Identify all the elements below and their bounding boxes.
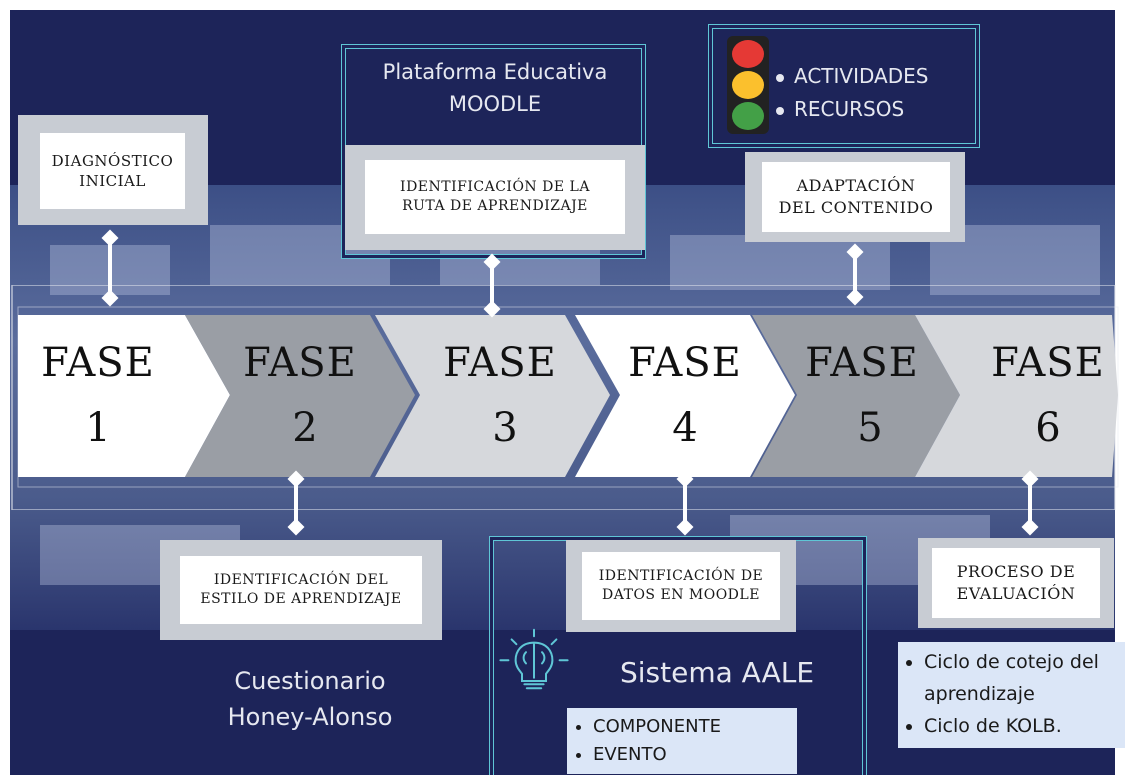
cuestionario-line2: Honey-Alonso xyxy=(227,703,393,731)
phase-1-label: FASE xyxy=(41,340,155,386)
phase-3-label: FASE xyxy=(443,340,557,386)
evaluacion-item-cotejo: Ciclo de cotejo del aprendizaje xyxy=(924,646,1125,710)
evaluacion-text: PROCESO DE EVALUACIÓN xyxy=(932,548,1100,618)
phase-4-number: 4 xyxy=(672,405,698,451)
phase-2-chevron xyxy=(185,315,415,477)
semaforo-frame xyxy=(712,28,976,144)
phase-3-chevron xyxy=(375,315,610,477)
phase-6-label: FASE xyxy=(991,340,1105,386)
connector-phase-6 xyxy=(1028,478,1032,528)
phase-5-number: 5 xyxy=(857,405,883,451)
phase-band xyxy=(11,285,1119,510)
connector-phase-4 xyxy=(683,478,687,528)
evaluacion-list: Ciclo de cotejo del aprendizaje Ciclo de… xyxy=(898,642,1125,748)
connector-phase-2 xyxy=(294,478,298,528)
yellow-light-icon xyxy=(732,71,764,99)
estilo-text: IDENTIFICACIÓN DEL ESTILO DE APRENDIZAJE xyxy=(180,556,422,624)
phase-3-number: 3 xyxy=(492,405,518,451)
semaforo-item-actividades: ACTIVIDADES xyxy=(776,64,928,88)
phase-6-chevron xyxy=(915,315,1118,477)
phase-2-number: 2 xyxy=(292,405,318,451)
semaforo-item-recursos: RECURSOS xyxy=(776,97,904,121)
connector-phase-1 xyxy=(108,238,112,300)
phase-4-chevron xyxy=(575,315,795,477)
cuestionario-line1: Cuestionario xyxy=(234,667,386,695)
sistema-item-componente: COMPONENTE xyxy=(593,713,797,741)
phase-1-number: 1 xyxy=(85,405,111,451)
datos-text: IDENTIFICACIÓN DE DATOS EN MOODLE xyxy=(582,552,780,620)
connector-phase-5 xyxy=(853,252,857,298)
brain-lightbulb-icon xyxy=(499,628,569,690)
red-light-icon xyxy=(732,40,764,68)
sistema-list: COMPONENTE EVENTO xyxy=(567,708,797,774)
phase-1-chevron xyxy=(18,315,230,477)
phase-5-chevron xyxy=(752,315,960,477)
evaluacion-item-kolb: Ciclo de KOLB. xyxy=(924,710,1125,742)
sistema-title: Sistema AALE xyxy=(620,656,815,689)
traffic-light-icon xyxy=(727,36,769,134)
ruta-text: IDENTIFICACIÓN DE LA RUTA DE APRENDIZAJE xyxy=(365,160,625,234)
plataforma-line2: MOODLE xyxy=(448,92,542,116)
adaptacion-text: ADAPTACIÓN DEL CONTENIDO xyxy=(762,162,950,232)
sistema-item-evento: EVENTO xyxy=(593,741,797,769)
plataforma-line1: Plataforma Educativa xyxy=(382,60,608,84)
green-light-icon xyxy=(732,102,764,130)
diagnostico-text: DIAGNÓSTICO INICIAL xyxy=(40,133,185,209)
phase-2-label: FASE xyxy=(243,340,357,386)
phase-4-label: FASE xyxy=(628,340,742,386)
phase-6-number: 6 xyxy=(1035,405,1061,451)
connector-phase-3 xyxy=(490,262,494,310)
phase-5-label: FASE xyxy=(805,340,919,386)
